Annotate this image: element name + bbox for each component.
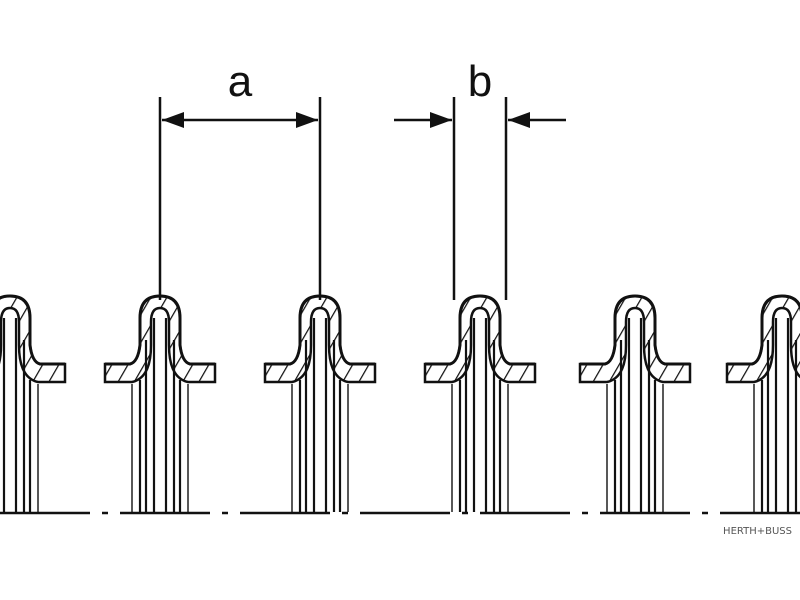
watermark-logo: HERTH+BUSS xyxy=(723,526,792,537)
dimension-a: a xyxy=(158,57,322,300)
dimension-b: b xyxy=(394,57,566,300)
label-a: a xyxy=(228,57,253,106)
label-b: b xyxy=(468,57,492,106)
bellows-profile xyxy=(0,294,800,514)
